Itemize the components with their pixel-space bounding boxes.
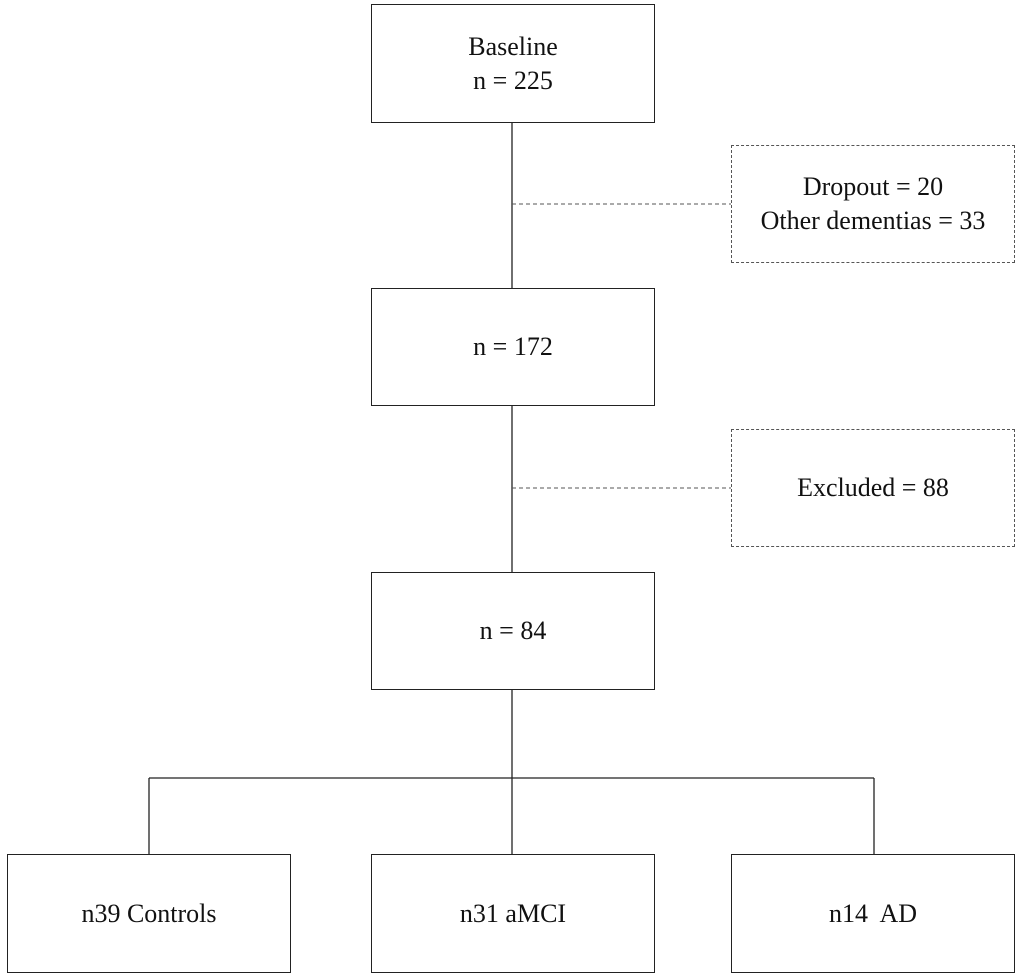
- amci-box: n31 aMCI: [371, 854, 655, 973]
- amci-label: n31 aMCI: [459, 898, 567, 928]
- ad-box: n14 AD: [731, 854, 1015, 973]
- stage-84-count: n = 84: [479, 616, 547, 645]
- controls-label: n39 Controls: [81, 898, 217, 928]
- stage-84-box: n = 84: [371, 572, 655, 690]
- controls-box: n39 Controls: [7, 854, 291, 973]
- baseline-box: Baseline n = 225: [371, 4, 655, 123]
- baseline-count: n = 225: [473, 65, 553, 95]
- dropout-count: Dropout = 20: [802, 172, 944, 201]
- exclusion-box-2: Excluded = 88: [731, 429, 1015, 547]
- other-dementias-count: Other dementias = 33: [760, 206, 986, 235]
- exclusion-box-1: Dropout = 20 Other dementias = 33: [731, 145, 1015, 263]
- baseline-title: Baseline: [468, 31, 558, 61]
- ad-label: n14 AD: [828, 898, 918, 928]
- excluded-count: Excluded = 88: [797, 473, 949, 502]
- stage-172-count: n = 172: [473, 332, 553, 361]
- stage-172-box: n = 172: [371, 288, 655, 406]
